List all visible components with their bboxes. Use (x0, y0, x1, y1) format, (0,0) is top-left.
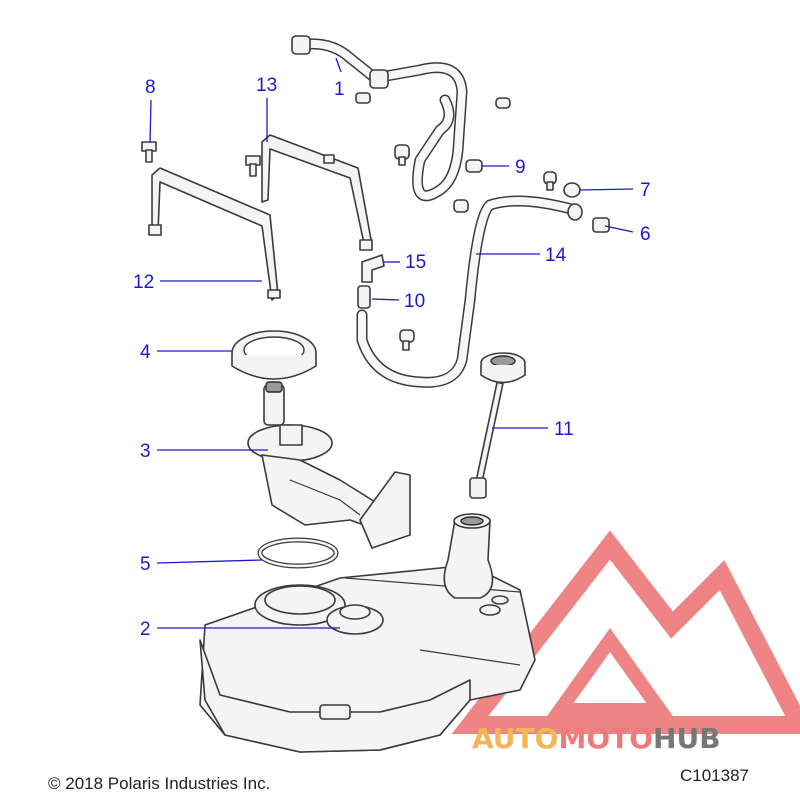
watermark-hub: HUB (653, 722, 721, 755)
clamp-icon (495, 97, 511, 109)
callout-15: 15 (405, 252, 426, 273)
clamp-icon (399, 329, 415, 351)
fuel-sender (469, 352, 526, 499)
watermark-moto: MOTO (558, 722, 653, 755)
callout-1: 1 (334, 79, 345, 100)
callout-7: 7 (640, 180, 651, 201)
callout-2: 2 (140, 619, 151, 640)
callout-4: 4 (140, 342, 151, 363)
watermark-auto: AUTO (472, 722, 558, 755)
callout-10: 10 (404, 291, 425, 312)
callout-12: 12 (133, 272, 154, 293)
strap-bracket-left (148, 167, 281, 301)
vent-hose (291, 35, 468, 202)
bolt-icon (245, 155, 261, 177)
leader-lines (149, 57, 634, 629)
diagram-code: C101387 (680, 766, 749, 785)
watermark-wordmark: AUTOMOTOHUB (472, 722, 721, 755)
callout-11: 11 (554, 419, 574, 440)
callout-8: 8 (145, 77, 156, 98)
connector-fitting-icon (357, 285, 371, 309)
strap-bracket-right (261, 134, 373, 251)
callout-14: 14 (545, 245, 567, 266)
clamp-icon (453, 199, 469, 213)
callout-9: 9 (515, 157, 526, 178)
callout-3: 3 (140, 441, 151, 462)
fuel-pump (247, 381, 411, 549)
clamp-icon (394, 144, 410, 166)
fuel-tank (199, 513, 536, 753)
lock-ring (231, 330, 317, 380)
fuel-hose (356, 195, 583, 388)
callout-6: 6 (640, 224, 651, 245)
clamp-icon (465, 159, 483, 173)
callout-5: 5 (140, 554, 151, 575)
callout-labels: 1 2 3 4 5 6 7 8 9 10 11 12 13 14 15 (133, 75, 651, 640)
clamp-icon (563, 182, 581, 198)
copyright-text: © 2018 Polaris Industries Inc. (48, 774, 270, 793)
gasket (257, 537, 339, 569)
watermark-logo-icon (451, 530, 800, 734)
bolt-icon (141, 141, 157, 163)
callout-13: 13 (256, 75, 277, 96)
elbow-fitting-icon (361, 254, 385, 283)
fitting-icon (592, 217, 610, 233)
clamp-icon (543, 171, 557, 191)
